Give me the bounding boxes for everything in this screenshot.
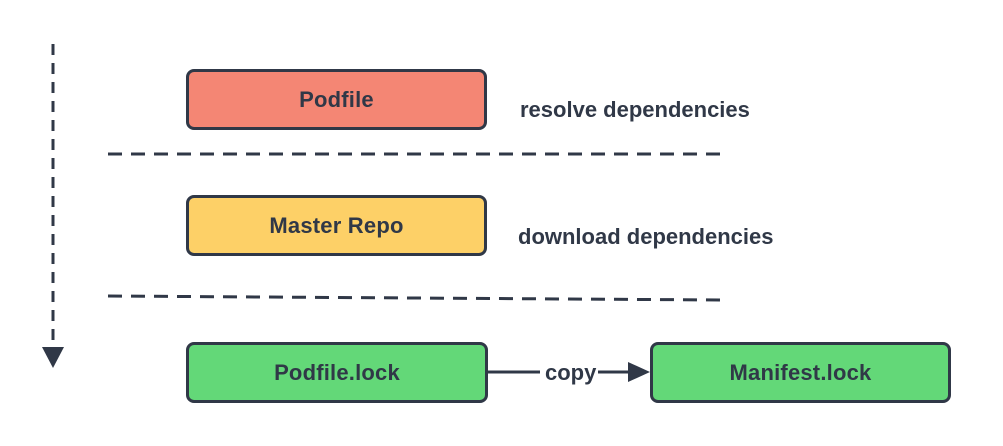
copy-arrowhead	[628, 362, 650, 382]
resolve-dependencies-label: resolve dependencies	[520, 97, 750, 122]
master-repo-box: Master Repo	[186, 195, 487, 256]
copy-label: copy	[545, 360, 597, 385]
manifest-lock-box-label: Manifest.lock	[729, 359, 872, 385]
podfile-lock-box-label: Podfile.lock	[274, 359, 400, 385]
podfile-box-label: Podfile	[299, 86, 374, 112]
podfile-lock-box: Podfile.lock	[186, 342, 488, 403]
master-repo-box-label: Master Repo	[269, 212, 404, 238]
manifest-lock-box: Manifest.lock	[650, 342, 951, 403]
podfile-box: Podfile	[186, 69, 487, 130]
flow-direction-arrowhead	[42, 347, 64, 368]
stage-separator-2	[107, 294, 723, 302]
download-dependencies-label: download dependencies	[518, 224, 774, 249]
